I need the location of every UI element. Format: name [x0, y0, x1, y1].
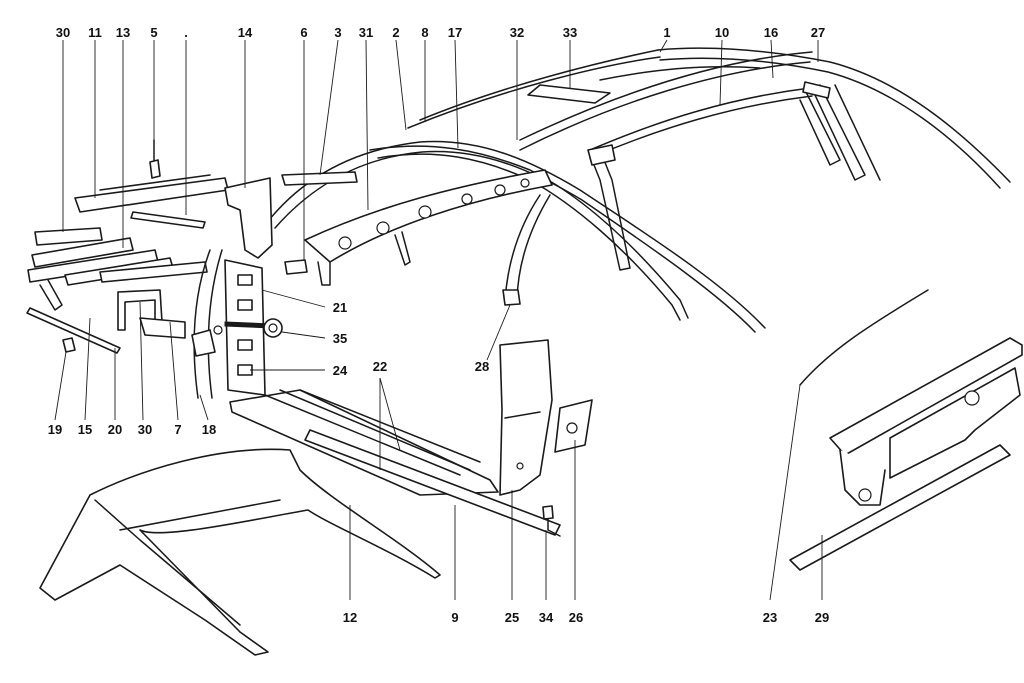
- callout-23: 23: [763, 610, 777, 625]
- bracket-3: [281, 171, 358, 186]
- window-seal-23: [799, 289, 929, 386]
- rail-30-top: [34, 227, 103, 246]
- callout-34: 34: [539, 610, 554, 625]
- callout-dot: .: [184, 25, 188, 40]
- roof-rail-10: [589, 87, 813, 159]
- strip-4: [130, 211, 206, 229]
- roof-panel-12: [39, 448, 441, 656]
- rail-11: [74, 174, 229, 213]
- callout-30-bottom: 30: [138, 422, 152, 437]
- small-plate-6: [284, 259, 308, 275]
- callout-24: 24: [333, 363, 348, 378]
- roof-outer-frame: [407, 47, 1011, 189]
- lower-sill-15: [39, 257, 208, 311]
- sill-22: [229, 389, 499, 496]
- roof-pillars: [587, 81, 881, 271]
- callout-15: 15: [78, 422, 92, 437]
- callout-5: 5: [150, 25, 157, 40]
- rear-panel-29: [789, 337, 1023, 571]
- callout-8: 8: [421, 25, 428, 40]
- callout-11: 11: [88, 25, 102, 40]
- bracket-5: [149, 139, 161, 179]
- bracket-26: [554, 399, 593, 453]
- pillar-25: [499, 339, 553, 496]
- roof-cross-member-33: [527, 84, 611, 104]
- callout-16: 16: [764, 25, 778, 40]
- clip-34: [542, 505, 561, 537]
- clip-19: [62, 337, 76, 353]
- callout-14: 14: [238, 25, 253, 40]
- callout-27: 27: [811, 25, 825, 40]
- callout-6: 6: [300, 25, 307, 40]
- pillar-18: [191, 249, 223, 399]
- callout-2: 2: [392, 25, 399, 40]
- callout-31: 31: [359, 25, 373, 40]
- callout-1: 1: [663, 25, 670, 40]
- callout-32: 32: [510, 25, 524, 40]
- callout-10: 10: [715, 25, 729, 40]
- callout-3: 3: [334, 25, 341, 40]
- sill-9: [304, 429, 561, 536]
- callout-7: 7: [174, 422, 181, 437]
- callout-13: 13: [116, 25, 130, 40]
- callouts-mid: 21 35 24 28: [333, 300, 489, 378]
- callout-26: 26: [569, 610, 583, 625]
- bracket-7: [117, 289, 186, 339]
- callout-18: 18: [202, 422, 216, 437]
- callouts-bottom: 19 15 20 30 7 18 22 12 9 25 34 26 23 29: [48, 359, 829, 625]
- callout-12: 12: [343, 610, 357, 625]
- callout-33: 33: [563, 25, 577, 40]
- leader-lines: [54, 39, 823, 601]
- callout-28: 28: [475, 359, 489, 374]
- callouts-top: 30 11 13 5 . 14 6 3 31 2 8 17 32 33 1 10…: [56, 25, 825, 40]
- dashboard-crossmember-31: [304, 169, 553, 286]
- callout-22: 22: [373, 359, 387, 374]
- callout-35: 35: [333, 331, 347, 346]
- callout-20: 20: [108, 422, 122, 437]
- callout-19: 19: [48, 422, 62, 437]
- grommet-35: [224, 318, 283, 338]
- panel-14: [224, 177, 273, 259]
- callout-25: 25: [505, 610, 519, 625]
- strip-20: [26, 307, 121, 354]
- callout-21: 21: [333, 300, 347, 315]
- callout-17: 17: [448, 25, 462, 40]
- callout-30-top: 30: [56, 25, 70, 40]
- callout-29: 29: [815, 610, 829, 625]
- pillar-panel-21-24: [213, 259, 266, 396]
- callout-9: 9: [451, 610, 458, 625]
- a-pillar-28: [502, 194, 551, 306]
